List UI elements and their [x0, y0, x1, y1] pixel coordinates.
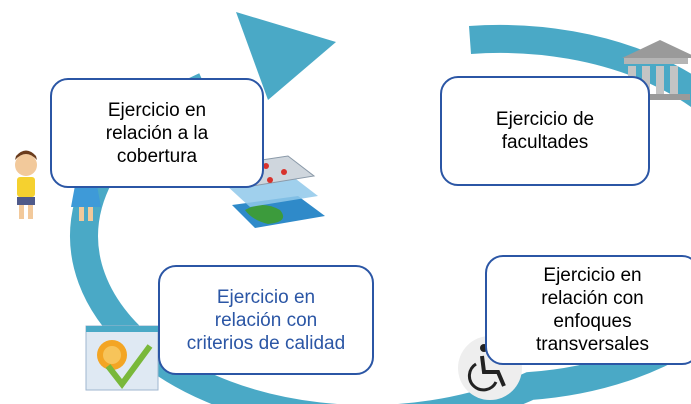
quality-seal-icon: [85, 325, 159, 391]
node-calidad: Ejercicio en relación con criterios de c…: [158, 265, 374, 375]
node-cobertura: Ejercicio en relación a la cobertura: [50, 78, 264, 188]
node-facultades-label: Ejercicio de facultades: [495, 109, 595, 153]
node-enfoques: Ejercicio en relación con enfoques trans…: [485, 255, 691, 365]
cycle-arrowhead: [236, 12, 336, 100]
cycle-arc: [70, 24, 691, 404]
node-cobertura-label: Ejercicio en relación a la cobertura: [105, 99, 209, 167]
node-calidad-label: Ejercicio en relación con criterios de c…: [186, 286, 346, 354]
node-facultades: Ejercicio de facultades: [440, 76, 650, 186]
node-enfoques-label: Ejercicio en relación con enfoques trans…: [536, 265, 649, 355]
